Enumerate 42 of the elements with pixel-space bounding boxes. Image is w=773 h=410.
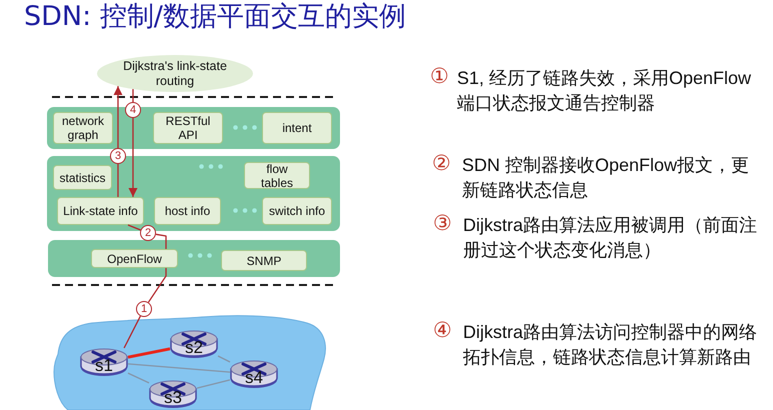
- step-number: ④: [433, 317, 452, 343]
- module-box: switch info: [262, 197, 332, 225]
- module-box: SNMP: [221, 250, 307, 271]
- step-description: Dijkstra路由算法应用被调用（前面注册过这个状态变化消息）: [463, 214, 758, 262]
- connector-line: [128, 363, 230, 373]
- app-ellipse: Dijkstra's link-state routing: [97, 55, 253, 92]
- router-label: s1: [95, 357, 113, 375]
- arrow: [114, 86, 122, 148]
- network-cloud: [52, 314, 328, 410]
- step-number: 4: [125, 102, 141, 118]
- step-number: ③: [433, 210, 452, 236]
- connector-line: [218, 355, 230, 363]
- layer-band: [48, 240, 340, 277]
- step-number: ①: [430, 63, 449, 89]
- module-box: host info: [154, 197, 221, 225]
- connector-line: [148, 268, 167, 303]
- module-box: intent: [262, 112, 332, 144]
- step-description: SDN 控制器接收OpenFlow报文，更新链路状态信息: [462, 154, 750, 202]
- module-box: network graph: [53, 112, 113, 144]
- module-box: statistics: [53, 165, 112, 190]
- module-box: RESTful API: [153, 112, 223, 144]
- connector-line: [124, 316, 141, 348]
- module-box: Link-state info: [57, 197, 144, 225]
- connector-line: [156, 234, 167, 249]
- connector-line: [132, 89, 134, 102]
- connector-line: [117, 164, 119, 197]
- module-box: flow tables: [244, 162, 310, 189]
- router-label: s2: [185, 339, 203, 357]
- step-description: S1, 经历了链路失效，采用OpenFlow端口状态报文通告控制器: [457, 67, 752, 115]
- connector-line: [128, 372, 150, 384]
- connector-line: [128, 224, 141, 231]
- slide-title: SDN: 控制/数据平面交互的实例: [24, 1, 406, 33]
- layer-band: [47, 107, 340, 149]
- step-number: ②: [432, 150, 451, 176]
- step-description: Dijkstra路由算法访问控制器中的网络拓扑信息，链路状态信息计算新路由: [463, 321, 758, 369]
- router-label: s4: [245, 369, 263, 387]
- step-number: 1: [136, 301, 152, 317]
- arrow: [128, 118, 138, 197]
- router-label: s3: [164, 389, 182, 407]
- connector-line: [196, 379, 230, 389]
- connector-line: [128, 347, 170, 359]
- module-box: OpenFlow: [91, 249, 178, 268]
